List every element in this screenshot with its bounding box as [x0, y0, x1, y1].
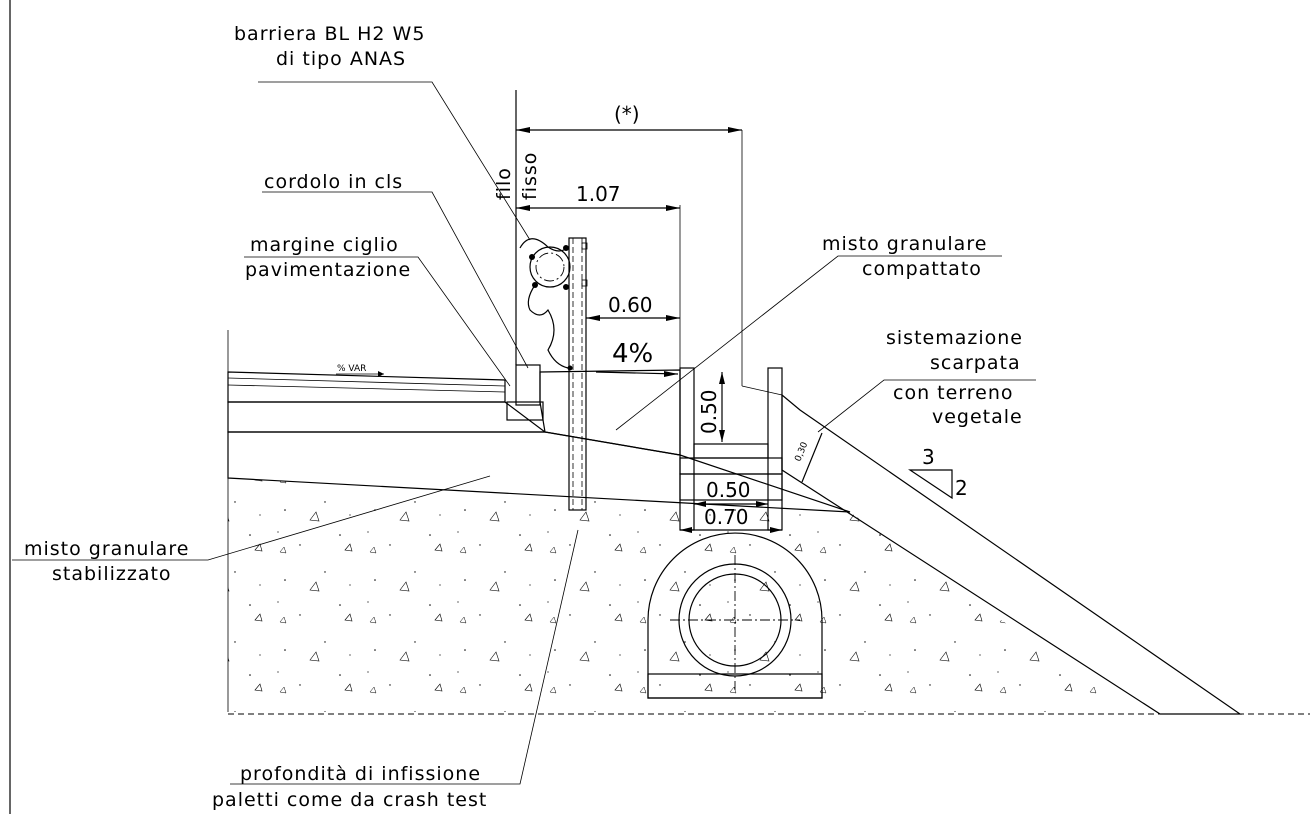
embankment-slope [781, 393, 1242, 715]
dim-ditch-outer-text: 0.70 [704, 505, 749, 529]
barrier-post [568, 237, 587, 511]
label-filo: filo [493, 167, 515, 200]
dim-ditch-outer [680, 527, 782, 533]
leader-compacted [615, 255, 1002, 431]
pavement-layers [227, 371, 506, 403]
slope-arrow [595, 371, 679, 377]
label-curb: cordolo in cls [264, 171, 403, 193]
label-slope-4: vegetale [932, 406, 1023, 428]
dim-ditch-depth-text: 0.50 [697, 389, 721, 434]
label-stabilized-1: misto granulare [24, 538, 189, 560]
label-edge-1: margine ciglio [250, 234, 399, 256]
curb-footing [506, 401, 544, 421]
dim-ditch-depth [719, 372, 725, 442]
concrete-curb [515, 364, 541, 406]
dim-topsoil-text: 0,30 [794, 441, 811, 464]
label-var-slope: % VAR [337, 364, 366, 374]
dim-topsoil [801, 432, 823, 483]
ground-fill [228, 478, 1130, 712]
dim-ditch-inner-text: 0.50 [706, 478, 751, 502]
label-stabilized-2: stabilizzato [52, 563, 172, 585]
slope-ratio-v: 2 [955, 476, 968, 500]
label-slope-2: scarpata [930, 352, 1021, 374]
leader-barrier [258, 81, 531, 241]
leader-depth [230, 529, 579, 785]
label-compacted-2: compattato [862, 258, 982, 280]
leader-stabilized [12, 475, 491, 561]
slope-ratio-icon [908, 469, 953, 500]
leader-curb [262, 191, 529, 369]
dim-107 [516, 205, 680, 211]
label-barrier-2: di tipo ANAS [276, 48, 406, 70]
slope-ratio-h: 3 [922, 445, 935, 469]
leader-edge [244, 256, 511, 387]
dim-star [516, 127, 742, 133]
dim-060 [586, 315, 680, 321]
subbase-layer [227, 401, 547, 433]
dim-ditch-inner [694, 501, 768, 507]
label-barrier-1: barriera BL H2 W5 [234, 23, 425, 45]
label-compacted-1: misto granulare [822, 233, 987, 255]
dim-star-text: (*) [614, 102, 640, 126]
dim-060-text: 0.60 [608, 293, 653, 317]
dim-107-text: 1.07 [576, 182, 621, 206]
barrier-rail-icon [519, 238, 588, 371]
label-depth-1: profondità di infissione [240, 763, 481, 785]
leader-slope [817, 379, 1036, 433]
drainage-pipe [647, 532, 823, 699]
label-edge-2: pavimentazione [245, 259, 411, 281]
compacted-granular [539, 369, 681, 456]
label-fisso: fisso [519, 152, 541, 200]
dim-slope-pct-text: 4% [612, 339, 653, 369]
label-slope-1: sistemazione [886, 327, 1023, 349]
label-slope-3: con terreno [893, 382, 1014, 404]
label-depth-2: paletti come da crash test [212, 789, 487, 811]
